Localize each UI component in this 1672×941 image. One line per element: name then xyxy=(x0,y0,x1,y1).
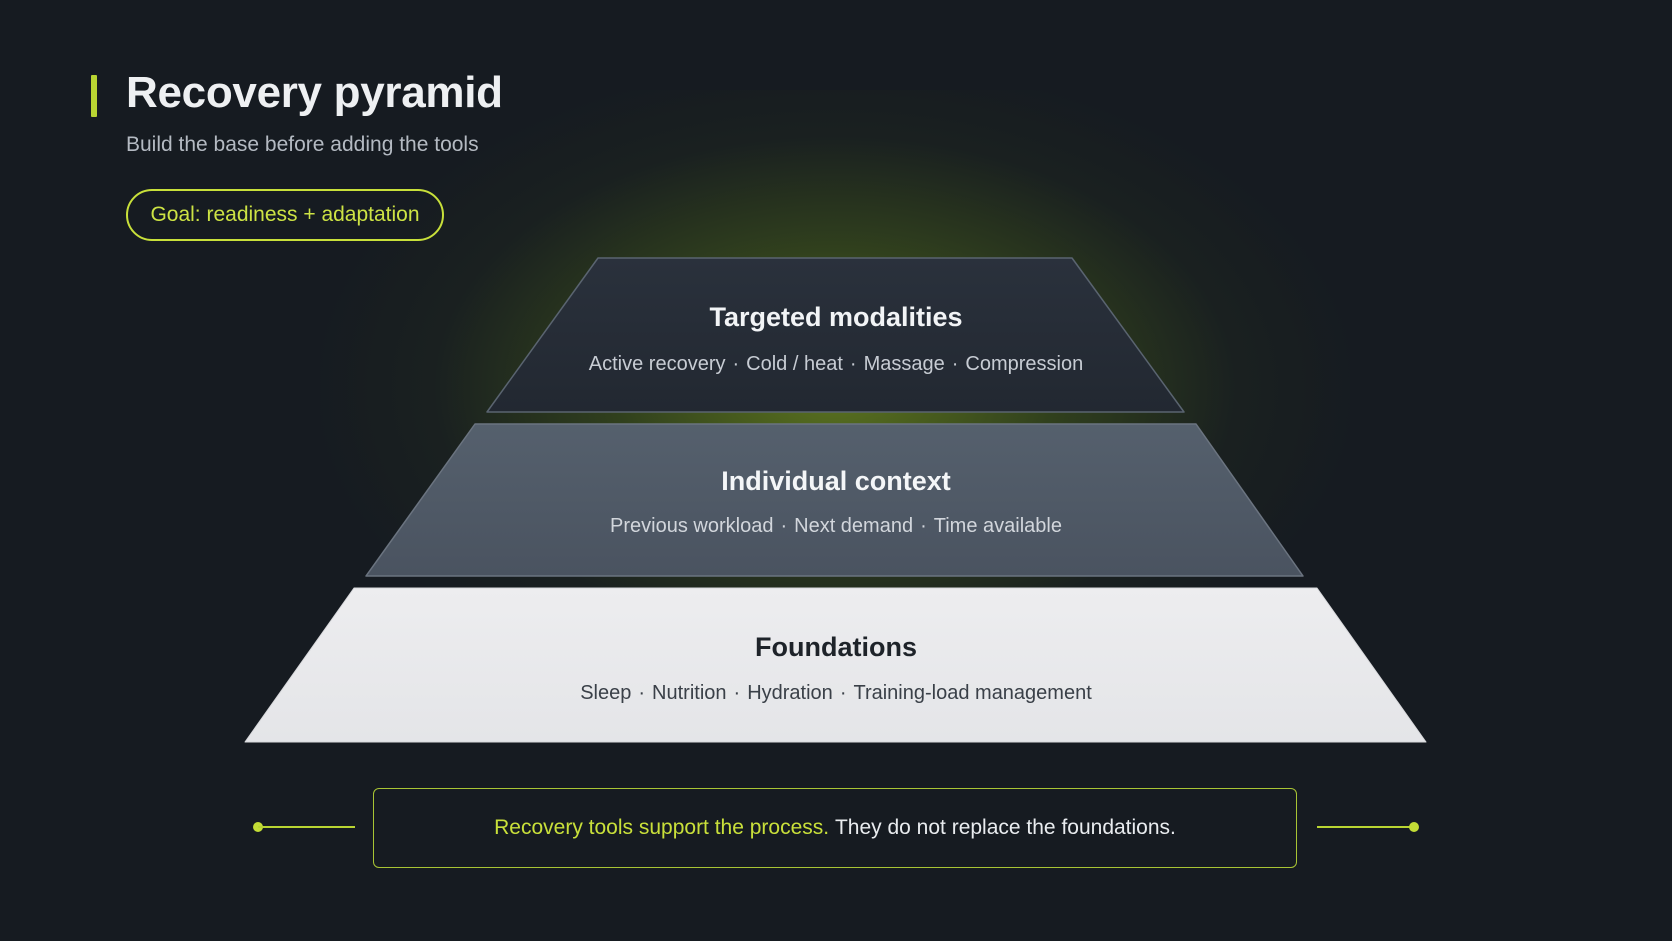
tier-top-title: Targeted modalities xyxy=(709,302,963,332)
footer-note: Recovery tools support the process. They… xyxy=(373,788,1297,868)
separator: · xyxy=(638,682,646,704)
footer-note-text: They do not replace the foundations. xyxy=(834,816,1176,839)
tier-item: Training-load management xyxy=(853,682,1092,704)
tier-item: Hydration xyxy=(747,682,833,704)
separator: · xyxy=(839,682,847,704)
separator: · xyxy=(780,515,788,537)
title-accent-bar xyxy=(91,75,97,117)
footer-note-highlight: Recovery tools support the process. xyxy=(494,816,830,839)
connector-dot-right xyxy=(1409,822,1419,832)
tier-top: Targeted modalities xyxy=(0,302,1672,333)
tier-item: Massage xyxy=(863,353,945,375)
tier-item: Next demand xyxy=(794,515,914,537)
separator: · xyxy=(951,353,959,375)
tier-middle-shape xyxy=(365,423,1304,577)
tier-item: Active recovery xyxy=(588,353,726,375)
separator: · xyxy=(849,353,857,375)
tier-top-shape xyxy=(486,257,1185,413)
separator: · xyxy=(920,515,927,537)
tier-item: Time available xyxy=(933,515,1062,537)
tier-middle: Individual context xyxy=(0,466,1672,497)
tier-item: Sleep xyxy=(580,682,632,704)
connector-line-left xyxy=(258,826,355,828)
tier-item: Nutrition xyxy=(652,682,727,704)
tier-top-items: Active recovery · Cold / heat · Massage · Comp… xyxy=(0,353,1672,376)
tier-item: Compression xyxy=(965,353,1084,375)
connector-line-right xyxy=(1317,826,1411,828)
page-title: Recovery pyramid xyxy=(126,68,503,117)
tier-base-items: Sleep · Nutrition · Hydration · Training-load … xyxy=(0,682,1672,705)
tier-base-shape xyxy=(244,587,1427,743)
tier-item: Cold / heat xyxy=(746,353,843,375)
separator: · xyxy=(732,353,740,375)
goal-badge: Goal: readiness + adaptation xyxy=(126,189,444,241)
tier-middle-title: Individual context xyxy=(721,466,951,496)
separator: · xyxy=(733,682,741,704)
tier-base-title: Foundations xyxy=(755,632,917,662)
tier-item: Previous workload xyxy=(610,515,774,537)
tier-middle-items: Previous workload · Next demand · Time avail… xyxy=(0,515,1672,538)
tier-base: Foundations xyxy=(0,632,1672,663)
page-subtitle: Build the base before adding the tools xyxy=(126,133,479,156)
